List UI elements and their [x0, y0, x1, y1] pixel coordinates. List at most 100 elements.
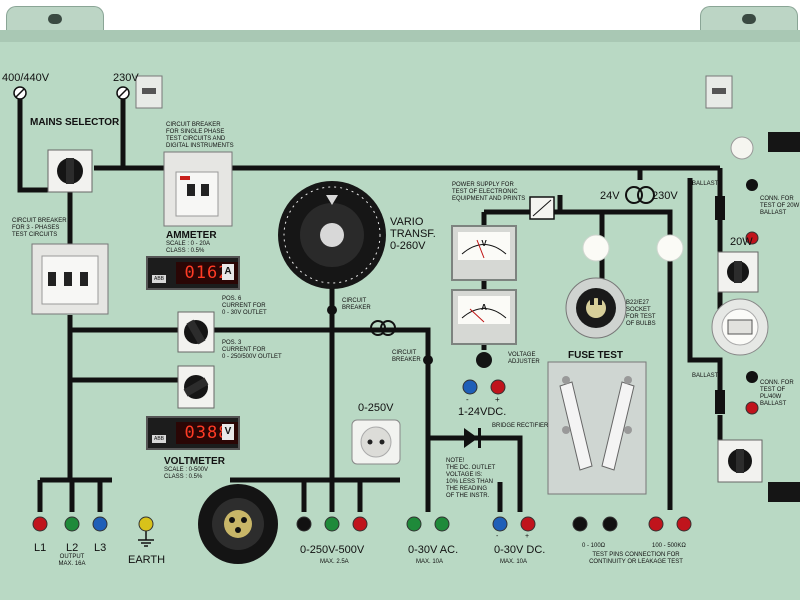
diode-triangle	[464, 428, 478, 448]
breaker-toggle[interactable]	[187, 184, 195, 196]
socket-l1[interactable]	[32, 516, 48, 532]
current-selector-switch-pos3[interactable]	[177, 365, 215, 409]
meter-brand-logo: ABB	[152, 275, 166, 283]
fuse-screw	[562, 376, 570, 384]
label-mains-230v: 230V	[113, 72, 139, 84]
label-note: NOTE! THE DC. OUTLET VOLTAGE IS: 10% LES…	[446, 458, 496, 499]
junction-dot	[327, 305, 337, 315]
label-test-pins-low: 0 - 100Ω	[582, 543, 606, 549]
socket-dc-minus[interactable]	[492, 516, 508, 532]
circuit-breaker-three-phase[interactable]	[31, 243, 109, 315]
label-out-30v-dc-max: MAX. 10A	[500, 559, 528, 565]
label-voltmeter-scale: SCALE : 0-500V CLASS : 0.5%	[164, 467, 209, 480]
socket-earth[interactable]	[138, 516, 154, 532]
socket-l2[interactable]	[64, 516, 80, 532]
voltage-adjuster-knob[interactable]	[476, 352, 492, 368]
bulb-test-socket[interactable]	[565, 277, 627, 339]
bus-line-hv-outlet	[301, 480, 363, 512]
label-out-30v-dc: 0-30V DC.	[494, 544, 546, 556]
bus-line-400v	[17, 98, 48, 193]
mains-selector-switch[interactable]	[47, 149, 93, 193]
analog-meter-1-unit: V	[481, 239, 487, 248]
current-selector-switch-pos6[interactable]	[177, 311, 215, 353]
socket-psu-minus[interactable]	[462, 379, 478, 395]
fuse-screw	[624, 376, 632, 384]
meter-brand-logo: ABB	[152, 435, 166, 443]
socket-test-pin-1[interactable]	[572, 516, 588, 532]
label-ammeter: AMMETER	[166, 230, 217, 241]
socket-contact	[586, 298, 606, 318]
socket-hv-green[interactable]	[324, 516, 340, 532]
bus-lines	[17, 98, 723, 512]
label-dc-minus: -	[496, 533, 499, 540]
analog-meter-2-unit: A	[481, 303, 487, 312]
label-out-250-500v: 0-250V-500V	[300, 544, 365, 556]
label-power-supply: POWER SUPPLY FOR TEST OF ELECTRONIC EQUI…	[452, 182, 526, 202]
label-l2: L2	[66, 542, 79, 554]
label-ballast-top: BALLAST	[692, 181, 719, 187]
label-ammeter-scale: SCALE : 0 - 20A CLASS : 0.5%	[166, 241, 211, 254]
socket-test-pin-4[interactable]	[676, 516, 692, 532]
earth-symbol	[138, 530, 154, 547]
bus-line-breaker	[332, 327, 431, 512]
label-conn-pl40w: CONN. FOR TEST OF PL/40W BALLAST	[760, 380, 794, 407]
socket-pin	[590, 295, 594, 305]
vario-transformer-dial[interactable]	[278, 181, 386, 289]
connector-pin	[235, 527, 241, 533]
label-cb-three-phases: CIRCUIT BREAKER FOR 3 - PHASES TEST CIRC…	[12, 218, 67, 238]
label-l3: L3	[94, 542, 107, 554]
label-test-pins-desc: TEST PINS CONNECTION FOR CONTINUITY OR L…	[589, 552, 683, 565]
label-transformer-24v: 24V	[600, 190, 620, 202]
indicator-bulb-right	[656, 234, 684, 262]
socket-psu-plus[interactable]	[490, 379, 506, 395]
label-voltmeter: VOLTMETER	[164, 456, 225, 467]
three-phase-connector[interactable]	[198, 484, 278, 564]
breaker-toggle[interactable]	[64, 272, 72, 286]
socket-ac-green-2[interactable]	[434, 516, 450, 532]
circuit-breaker-single-phase[interactable]	[163, 151, 233, 227]
socket-pl40w-ballast[interactable]	[745, 401, 759, 415]
breaker-toggle[interactable]	[201, 184, 209, 196]
electrical-test-panel: 0162 A ABB 0388 V ABB V A 400/440V 230V …	[0, 30, 800, 600]
mains-socket-230v[interactable]	[351, 419, 401, 465]
socket-hv-black[interactable]	[296, 516, 312, 532]
label-bridge-rectifier: BRIDGE RECTIFIER	[492, 423, 549, 429]
lamp-holder-slot	[727, 319, 753, 335]
label-dc-range: 1-24VDC.	[458, 406, 507, 418]
socket-hv-red[interactable]	[352, 516, 368, 532]
connector-insert	[224, 510, 252, 538]
ballast-switch-pl40w[interactable]	[717, 439, 763, 483]
voltmeter-unit: V	[222, 424, 234, 440]
ballast-fuse-top	[715, 196, 725, 220]
lamp-top-right	[730, 136, 754, 160]
socket-20w-ballast[interactable]	[745, 231, 759, 245]
socket-pin	[598, 295, 602, 305]
banana-sockets[interactable]	[32, 231, 759, 532]
label-circuit-breaker-right: CIRCUIT BREAKER	[392, 350, 421, 363]
ballast-switch-20w[interactable]	[717, 251, 759, 293]
socket-dc-plus[interactable]	[520, 516, 536, 532]
mains-terminals	[13, 86, 130, 100]
socket-hole	[379, 439, 385, 445]
mounting-clip-slot	[712, 88, 726, 94]
dial-center	[320, 223, 344, 247]
edge-clamp-top	[768, 132, 800, 152]
socket-l3[interactable]	[92, 516, 108, 532]
analog-meter-faces	[451, 225, 517, 345]
socket-test-pin-3[interactable]	[648, 516, 664, 532]
fuse-test-plate[interactable]	[547, 361, 647, 495]
label-out-30v-ac: 0-30V AC.	[408, 544, 459, 556]
meter-needle-1	[476, 239, 485, 259]
edge-clamps	[768, 132, 800, 502]
socket-test-pin-2[interactable]	[602, 516, 618, 532]
pl-lamp-holder[interactable]	[711, 298, 769, 356]
label-out-30v-ac-max: MAX. 10A	[416, 559, 444, 565]
dial-pointer	[326, 195, 338, 205]
label-conn-20w: CONN. FOR TEST OF 20W BALLAST	[760, 196, 800, 216]
socket-ac-green-1[interactable]	[406, 516, 422, 532]
junction-dot	[423, 355, 433, 365]
breaker-toggle[interactable]	[80, 272, 88, 286]
meter-arc-1	[461, 244, 507, 255]
breaker-toggle[interactable]	[48, 272, 56, 286]
meter-dial-2	[458, 296, 510, 324]
